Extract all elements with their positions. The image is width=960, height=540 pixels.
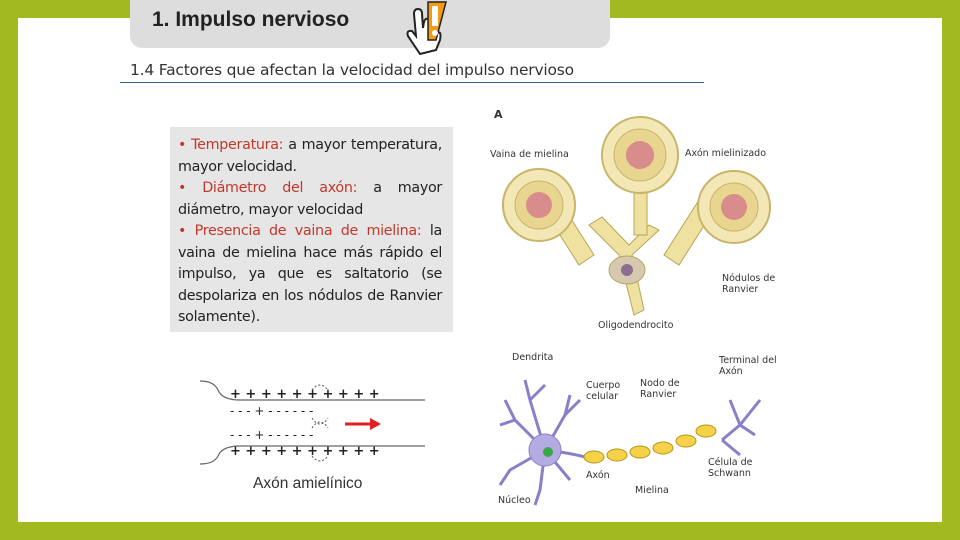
propagation-arrow-icon: [370, 418, 381, 430]
label-mielina: Mielina: [635, 485, 669, 496]
label-terminal-axon: Terminal del Axón: [719, 355, 777, 377]
myelinated-axon-illustration: A Vaina de mielina Axón mielinizado Nódu…: [484, 105, 784, 337]
neuron-drawing: [498, 379, 762, 506]
unmyelinated-axon-diagram: + + + + + + + + + + - - - + - - - - - - …: [200, 380, 425, 465]
label-axon: Axón: [586, 470, 610, 481]
subtitle-underline: [120, 82, 704, 83]
factor-item: • Presencia de vaina de mielina: la vain…: [178, 223, 442, 325]
label-oligodendrocito: Oligodendrocito: [598, 320, 674, 331]
axon-diagram-caption: Axón amielínico: [253, 475, 363, 492]
label-nodo-ranvier: Nodo de Ranvier: [640, 378, 680, 400]
neuron-illustration: Dendrita Cuerpo celular Nodo de Ranvier …: [490, 345, 790, 510]
charge-row-bottom: + + + + + + + + + +: [230, 444, 380, 459]
factors-text: • Temperatura: a mayor temperatura, mayo…: [178, 135, 442, 329]
title-tab: [130, 0, 610, 48]
label-axon-mielinizado: Axón mielinizado: [685, 148, 767, 159]
slide-canvas: [18, 18, 942, 522]
label-cuerpo-celular: Cuerpo celular: [586, 380, 621, 402]
charge-row-top: + + + + + + + + + +: [230, 387, 380, 402]
label-nodulos-ranvier: Nódulos de Ranvier: [722, 273, 776, 295]
factors-textbox: • Temperatura: a mayor temperatura, mayo…: [170, 127, 453, 332]
factor-item: • Diámetro del axón: a mayor diámetro, m…: [178, 180, 442, 218]
myelin-drawing: [502, 116, 771, 316]
charge-row-minus-top: - - - + - - - - - -: [230, 404, 313, 418]
label-nucleo: Núcleo: [498, 495, 531, 506]
section-subtitle: 1.4 Factores que afectan la velocidad de…: [130, 61, 574, 79]
factor-item: • Temperatura: a mayor temperatura, mayo…: [178, 137, 442, 175]
panel-letter: A: [494, 108, 503, 121]
page-title: 1. Impulso nervioso: [152, 8, 350, 31]
label-vaina-mielina: Vaina de mielina: [490, 149, 569, 160]
hand-pointer-icon: [406, 1, 447, 56]
label-dendrita: Dendrita: [512, 352, 554, 363]
charge-row-minus-bottom: - - - + - - - - - -: [230, 428, 313, 442]
label-celula-schwann: Célula de Schwann: [708, 457, 753, 479]
